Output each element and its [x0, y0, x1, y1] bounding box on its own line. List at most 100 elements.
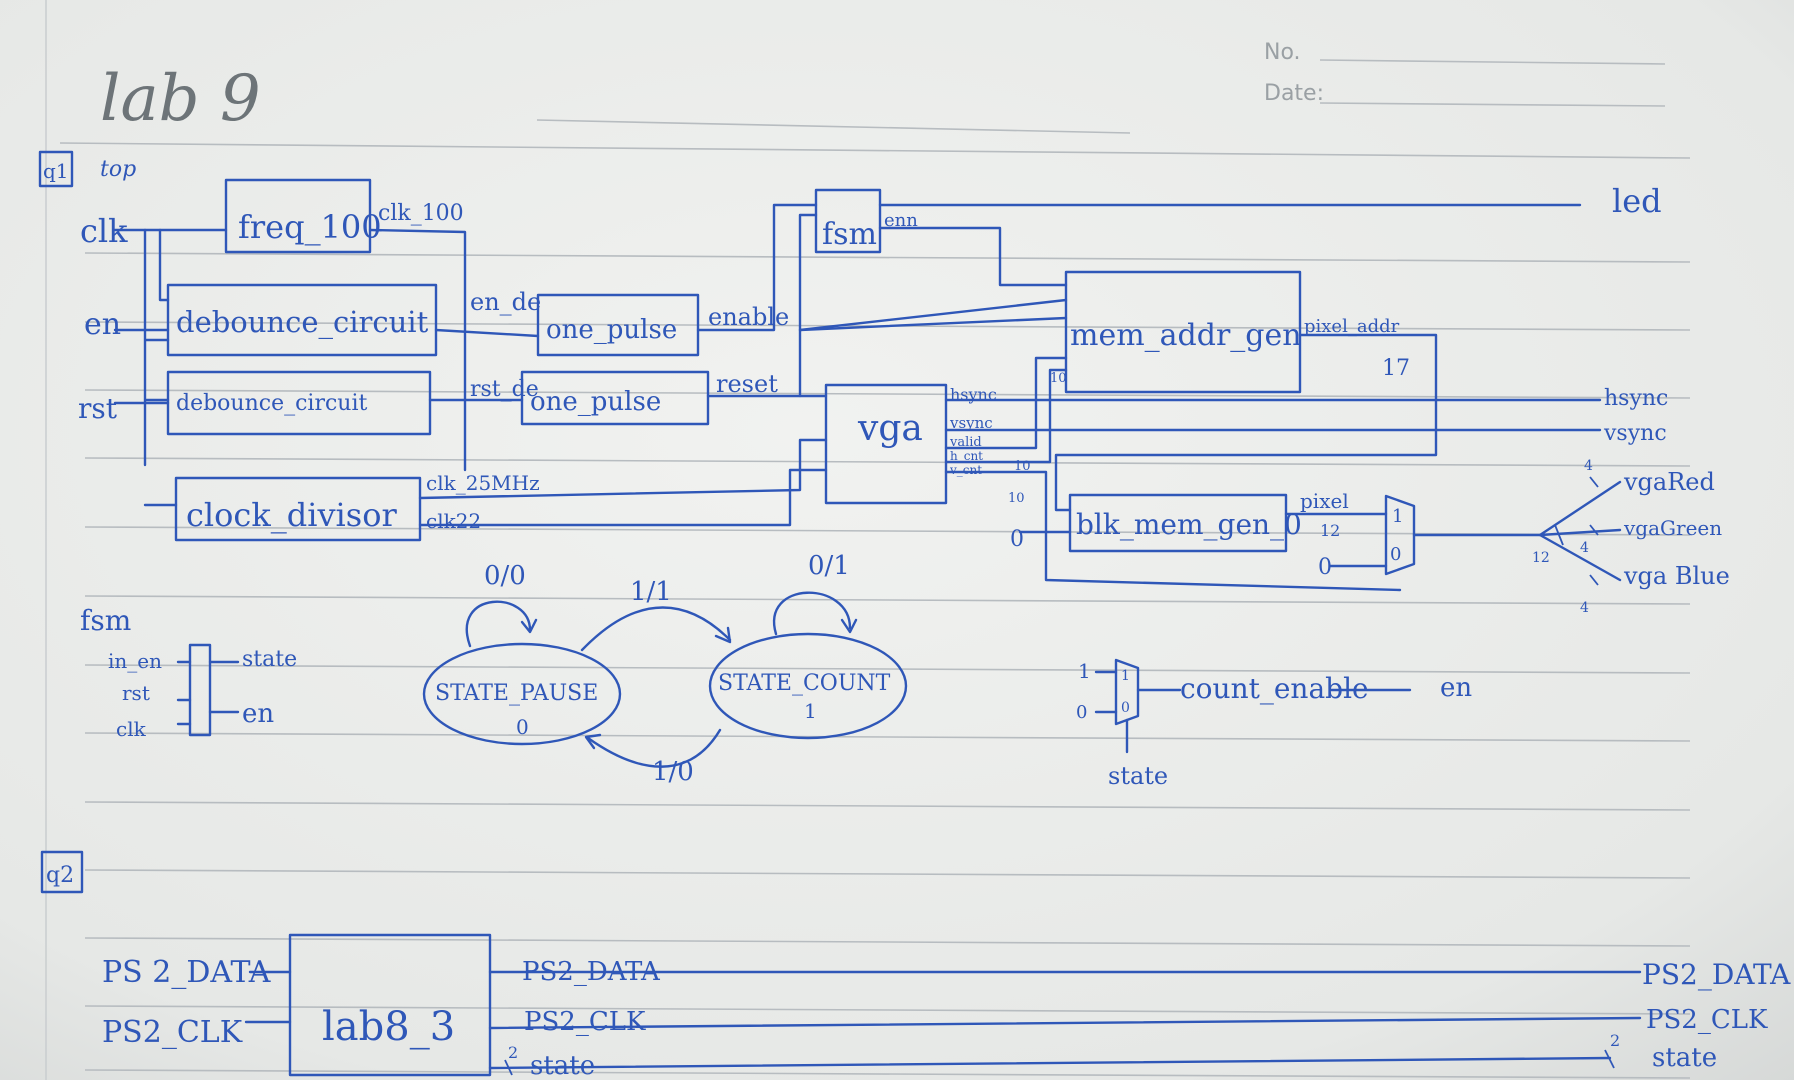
q2-width-2-out: 2 — [1610, 1031, 1620, 1050]
lab8-3-label: lab8_3 — [322, 1004, 455, 1050]
vsync-wire-label: vsync — [949, 414, 993, 432]
blk-mem-gen-block — [1068, 493, 1288, 553]
fsm-port-en: en — [242, 699, 274, 729]
mux-input-1: 1 — [1392, 506, 1403, 527]
clk-100-label: clk_100 — [378, 201, 464, 226]
q2-output-clk: PS2_CLK — [1646, 1005, 1768, 1035]
mux-zero-constant: 0 — [1318, 555, 1332, 580]
clk22-label: clk22 — [426, 509, 481, 533]
pause-self-loop — [465, 600, 532, 648]
count-enable-to-en: en — [1440, 673, 1472, 703]
q2-wire-data: PS2_DATA — [522, 957, 661, 987]
q2-tag-box — [40, 850, 84, 894]
fsm-block — [814, 188, 882, 254]
one-pulse-en-block — [536, 293, 700, 357]
output-vga-red: vgaRed — [1623, 468, 1715, 496]
count-self-label: 0/1 — [808, 551, 850, 581]
debounce-rst-label: debounce_circuit — [176, 391, 368, 416]
count-self-arrow — [840, 618, 858, 634]
output-vga-blue: vga Blue — [1623, 562, 1730, 590]
lab8-3-block — [288, 933, 492, 1077]
width-4-green: 4 — [1580, 540, 1589, 556]
width-10-b: 10 — [1050, 371, 1067, 386]
width-12-out: 12 — [1532, 550, 1550, 566]
fsm-port-state: state — [242, 647, 297, 672]
hsync-wire-label: hsync — [950, 385, 997, 404]
q2-section: q2 lab8_3 PS 2_DATA PS2_CLK PS2_DATA PS2… — [40, 850, 1791, 1080]
width-10-c: 10 — [1008, 491, 1025, 506]
vga-block — [824, 383, 948, 505]
pause-to-count-arrow — [714, 626, 732, 644]
count-to-pause-edge — [586, 728, 722, 768]
width-4-red: 4 — [1584, 458, 1593, 474]
count-mux-in-0: 0 — [1076, 702, 1087, 723]
freq-100-block — [224, 178, 372, 254]
state-pause-code: 0 — [516, 715, 529, 739]
output-vga-green: vgaGreen — [1623, 516, 1722, 540]
fsm-port-rst: rst — [122, 681, 150, 705]
count-enable-mux — [1114, 658, 1140, 726]
clk-25mhz-label: clk_25MHz — [426, 471, 540, 495]
fsm-port-in-en: in_en — [108, 649, 162, 673]
state-count-node — [708, 632, 908, 740]
one-pulse-rst-block — [520, 370, 710, 426]
q1-tag: q1 — [43, 159, 69, 183]
h-cnt-label: h_cnt — [950, 449, 983, 463]
mem-addr-gen-label: mem_addr_gen — [1070, 318, 1302, 353]
rst-de-label: rst_de — [470, 377, 539, 402]
mux-input-0: 0 — [1390, 544, 1401, 565]
pause-self-arrow — [520, 618, 538, 634]
width-12: 12 — [1320, 521, 1340, 540]
zero-input-label: 0 — [1010, 527, 1024, 552]
valid-label: valid — [949, 435, 982, 450]
count-enable-label: count_enable — [1180, 672, 1369, 705]
q2-tag: q2 — [46, 863, 74, 888]
v-cnt-label: v_cnt — [949, 463, 982, 477]
vga-output-mux — [1384, 494, 1416, 576]
mem-addr-gen-block — [1064, 270, 1302, 394]
top-label: top — [100, 157, 136, 182]
q1-wires — [113, 203, 1622, 592]
en-de-label: en_de — [470, 288, 541, 316]
count-mux-select-state: state — [1108, 762, 1168, 790]
q1-tag-box — [38, 150, 74, 188]
debounce-en-label: debounce_circuit — [176, 305, 429, 340]
count-to-pause-label: 1/0 — [652, 757, 694, 787]
one-pulse-en-label: one_pulse — [546, 315, 677, 345]
freq-100-label: freq_100 — [238, 208, 382, 246]
fsm-port-clk: clk — [116, 717, 147, 741]
fsm-section-label: fsm — [80, 604, 131, 637]
state-count-name: STATE_COUNT — [718, 671, 891, 696]
q2-width-2-in: 2 — [508, 1043, 518, 1062]
pause-to-count-edge — [580, 606, 732, 652]
pixel-label: pixel — [1300, 489, 1349, 513]
date-label: Date: — [1264, 81, 1324, 106]
q2-wire-state: state — [530, 1051, 595, 1080]
q1-section: q1 top clk en rst freq_100 debounce_circ… — [38, 150, 1730, 616]
debounce-circuit-en-block — [166, 283, 438, 357]
width-10-a: 10 — [1014, 459, 1031, 474]
pause-self-label: 0/0 — [484, 561, 526, 591]
width-4-blue: 4 — [1580, 600, 1589, 616]
state-pause-node — [422, 642, 622, 746]
fsm-block-label: fsm — [822, 217, 877, 252]
q2-input-data: PS 2_DATA — [102, 955, 271, 990]
count-mux-sel-0: 0 — [1121, 700, 1130, 716]
reset-label: reset — [716, 370, 778, 398]
count-self-loop — [772, 591, 852, 636]
q2-output-state: state — [1652, 1043, 1717, 1073]
q2-output-wires — [488, 970, 1642, 1070]
count-mux-sel-1: 1 — [1121, 668, 1130, 684]
vga-label: vga — [857, 408, 923, 449]
enable-label: enable — [708, 303, 789, 331]
output-hsync: hsync — [1604, 386, 1668, 411]
q2-output-data: PS2_DATA — [1642, 958, 1791, 991]
output-led: led — [1612, 182, 1662, 220]
width-17: 17 — [1382, 356, 1410, 381]
pause-to-count-label: 1/1 — [630, 577, 672, 607]
fsm-symbol-block — [188, 643, 212, 737]
clock-divisor-label: clock_divisor — [186, 496, 397, 534]
input-rst: rst — [78, 392, 118, 425]
one-pulse-rst-label: one_pulse — [530, 387, 661, 417]
count-to-pause-arrow — [584, 733, 602, 750]
